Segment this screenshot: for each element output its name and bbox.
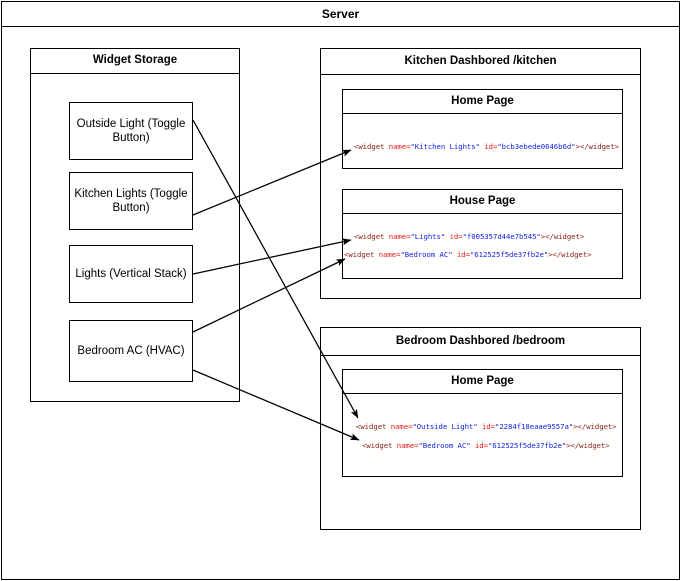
code-token-attr-id: id= bbox=[474, 441, 488, 450]
widget-storage-title: Widget Storage bbox=[31, 49, 239, 74]
code-token-value-name: "Kitchen Lights" bbox=[410, 142, 480, 151]
code-token-value-name: "Lights" bbox=[410, 232, 446, 241]
code-token-attr-name: name= bbox=[396, 441, 419, 450]
code-token-open: <widget bbox=[344, 250, 379, 259]
code-token-attr-id: id= bbox=[449, 232, 463, 241]
code-line-kitchen-house-1: <widget name="Bedroom AC" id="612525f5de… bbox=[344, 251, 592, 258]
code-token-close: ></widget> bbox=[548, 250, 592, 259]
kitchen-home-page-container: Home Page bbox=[342, 89, 623, 169]
kitchen-dashboard-title: Kitchen Dashbored /kitchen bbox=[321, 49, 640, 75]
bedroom-home-page-title: Home Page bbox=[343, 370, 622, 394]
code-token-attr-id: id= bbox=[456, 250, 470, 259]
widget-card-label: Outside Light (Toggle Button) bbox=[76, 117, 186, 144]
code-token-value-id: "612525f5de37fb2e" bbox=[487, 441, 567, 450]
widget-card-label: Kitchen Lights (Toggle Button) bbox=[74, 187, 188, 214]
widget-card-outside-light[interactable]: Outside Light (Toggle Button) bbox=[69, 102, 193, 160]
code-token-close: ></widget> bbox=[575, 142, 619, 151]
code-token-open: <widget bbox=[354, 232, 389, 241]
widget-card-lights-vertical-stack[interactable]: Lights (Vertical Stack) bbox=[69, 245, 193, 303]
code-token-close: ></widget> bbox=[566, 441, 610, 450]
widget-card-kitchen-lights[interactable]: Kitchen Lights (Toggle Button) bbox=[69, 172, 193, 230]
code-token-value-name: "Bedroom AC" bbox=[400, 250, 453, 259]
code-token-value-name: "Outside Light" bbox=[412, 422, 478, 431]
code-line-bedroom-home-1: <widget name="Bedroom AC" id="612525f5de… bbox=[362, 442, 610, 449]
code-token-attr-name: name= bbox=[390, 422, 413, 431]
code-token-value-name: "Bedroom AC" bbox=[418, 441, 471, 450]
kitchen-home-page-title: Home Page bbox=[343, 90, 622, 114]
widget-card-bedroom-ac[interactable]: Bedroom AC (HVAC) bbox=[69, 320, 193, 382]
code-token-attr-name: name= bbox=[388, 232, 411, 241]
code-line-kitchen-home-0: <widget name="Kitchen Lights" id="bcb3eb… bbox=[354, 143, 619, 150]
code-token-close: ></widget> bbox=[573, 422, 617, 431]
code-token-attr-name: name= bbox=[388, 142, 411, 151]
code-token-attr-id: id= bbox=[484, 142, 498, 151]
code-token-open: <widget bbox=[354, 142, 389, 151]
widget-card-label: Lights (Vertical Stack) bbox=[75, 267, 187, 280]
code-token-attr-name: name= bbox=[378, 250, 401, 259]
code-token-value-id: "2284f18eaae9557a" bbox=[495, 422, 574, 431]
code-token-open: <widget bbox=[362, 441, 397, 450]
code-token-close: ></widget> bbox=[540, 232, 585, 241]
code-token-attr-id: id= bbox=[481, 422, 495, 431]
kitchen-house-page-container: House Page bbox=[342, 189, 623, 279]
kitchen-house-page-title: House Page bbox=[343, 190, 622, 214]
bedroom-dashboard-title: Bedroom Dashbored /bedroom bbox=[321, 328, 640, 356]
code-line-kitchen-house-0: <widget name="Lights" id="f005357d44e7b5… bbox=[354, 233, 584, 240]
code-token-value-id: "f005357d44e7b545" bbox=[462, 232, 541, 241]
bedroom-home-page-container: Home Page bbox=[342, 369, 623, 477]
code-token-value-id: "612525f5de37fb2e" bbox=[469, 250, 549, 259]
code-token-value-id: "bcb3ebede0646b6d" bbox=[497, 142, 576, 151]
widget-card-label: Bedroom AC (HVAC) bbox=[77, 344, 185, 357]
code-token-open: <widget bbox=[356, 422, 391, 431]
server-title: Server bbox=[2, 2, 679, 27]
code-line-bedroom-home-0: <widget name="Outside Light" id="2284f18… bbox=[356, 423, 617, 430]
